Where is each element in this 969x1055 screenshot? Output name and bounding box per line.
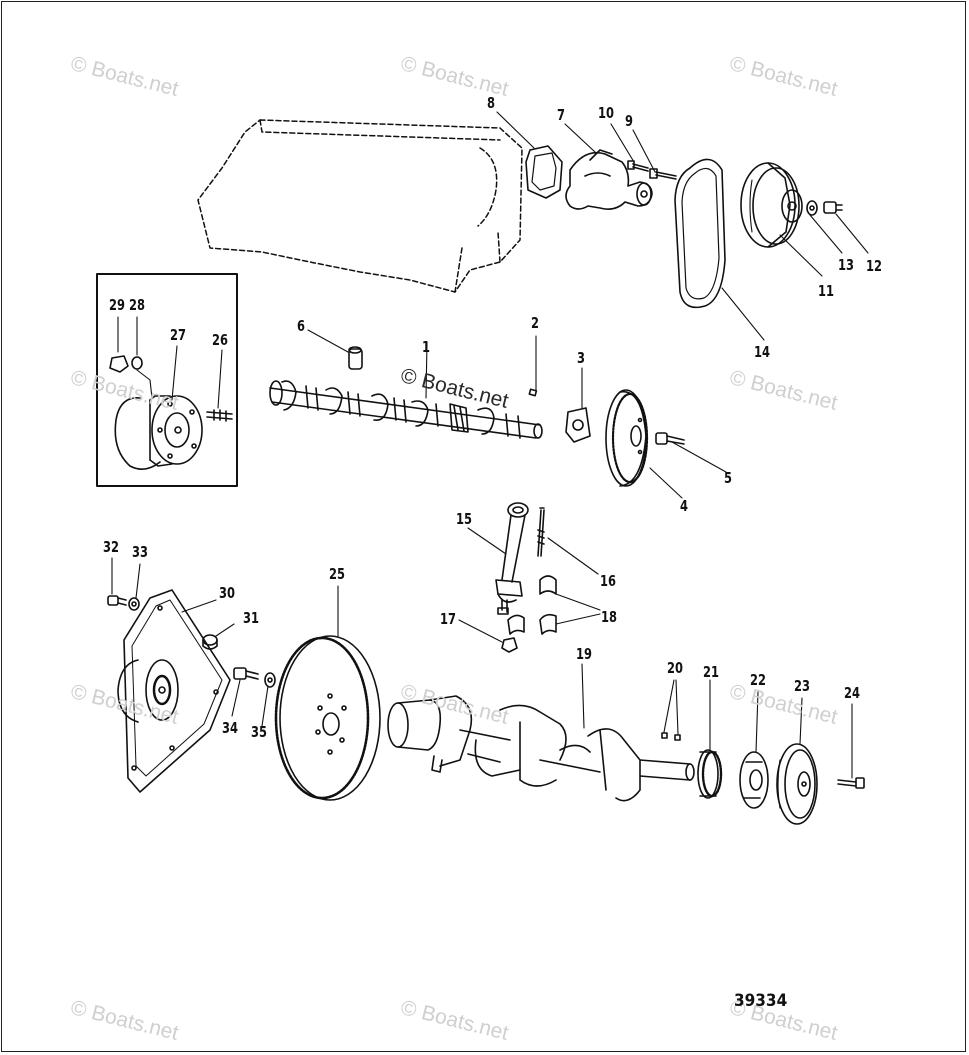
bolt-part-5 bbox=[655, 432, 685, 445]
thrust-plate-part-3 bbox=[565, 407, 591, 443]
keys-part-20 bbox=[661, 732, 681, 741]
part-label-32: 32 bbox=[103, 538, 119, 556]
part-label-3: 3 bbox=[577, 349, 585, 367]
rod-bolt-part-16 bbox=[537, 507, 545, 557]
plug-part-31 bbox=[202, 634, 218, 650]
flywheel-part-25 bbox=[274, 635, 381, 801]
part-label-15: 15 bbox=[456, 510, 472, 528]
figure-number: 39334 bbox=[734, 991, 788, 1011]
inset-leaders bbox=[117, 316, 223, 409]
part-label-13: 13 bbox=[838, 256, 854, 274]
part-label-27: 27 bbox=[170, 326, 186, 344]
part-label-25: 25 bbox=[329, 565, 345, 583]
connecting-rod-part-15 bbox=[495, 502, 529, 603]
bolt-part-10 bbox=[627, 160, 649, 172]
nut-part-29 bbox=[109, 355, 129, 373]
bolt-part-34 bbox=[233, 667, 259, 680]
part-label-31: 31 bbox=[243, 609, 259, 627]
adapter-plate-part-30 bbox=[117, 589, 231, 793]
part-label-30: 30 bbox=[219, 584, 235, 602]
part-label-6: 6 bbox=[297, 317, 305, 335]
part-label-23: 23 bbox=[794, 677, 810, 695]
part-label-33: 33 bbox=[132, 543, 148, 561]
part-label-19: 19 bbox=[576, 645, 592, 663]
balancer-part-23 bbox=[776, 743, 818, 825]
washer-part-28 bbox=[131, 356, 143, 370]
part-label-2: 2 bbox=[531, 314, 539, 332]
engine-block-outline bbox=[197, 119, 523, 293]
crankshaft-part-19 bbox=[387, 695, 695, 802]
bolt-part-32 bbox=[107, 595, 127, 606]
part-label-22: 22 bbox=[750, 671, 766, 689]
leader-lines bbox=[111, 111, 869, 779]
stud-part-26 bbox=[206, 409, 233, 422]
part-label-12: 12 bbox=[866, 257, 882, 275]
bearing-part-18 bbox=[507, 575, 557, 635]
part-label-7: 7 bbox=[557, 106, 565, 124]
part-label-21: 21 bbox=[703, 663, 719, 681]
part-label-4: 4 bbox=[680, 497, 688, 515]
part-label-9: 9 bbox=[625, 112, 633, 130]
part-label-20: 20 bbox=[667, 659, 683, 677]
bolt-part-12 bbox=[823, 201, 843, 214]
water-pump-part-7 bbox=[565, 149, 653, 210]
part-label-34: 34 bbox=[222, 719, 238, 737]
part-label-14: 14 bbox=[754, 343, 770, 361]
part-label-24: 24 bbox=[844, 684, 860, 702]
key-part-2 bbox=[528, 388, 538, 397]
part-label-10: 10 bbox=[598, 104, 614, 122]
v-belt-part-14 bbox=[674, 158, 726, 309]
part-label-35: 35 bbox=[251, 723, 267, 741]
pulley-part-11 bbox=[740, 162, 803, 248]
gasket-part-8 bbox=[525, 145, 563, 199]
crank-gear-part-21 bbox=[697, 749, 723, 799]
nut-part-17 bbox=[501, 637, 518, 653]
part-label-11: 11 bbox=[818, 282, 834, 300]
part-label-28: 28 bbox=[129, 296, 145, 314]
lifter-part-6 bbox=[348, 346, 363, 370]
part-label-29: 29 bbox=[109, 296, 125, 314]
hub-part-27 bbox=[114, 395, 203, 470]
part-label-17: 17 bbox=[440, 610, 456, 628]
part-label-18: 18 bbox=[601, 608, 617, 626]
inset-box bbox=[96, 273, 238, 487]
spacer-part-22 bbox=[739, 751, 769, 809]
part-label-1: 1 bbox=[422, 338, 430, 356]
camshaft-part-1 bbox=[269, 380, 543, 439]
part-label-16: 16 bbox=[600, 572, 616, 590]
part-label-26: 26 bbox=[212, 331, 228, 349]
washer-part-13 bbox=[806, 200, 818, 216]
rod-nuts bbox=[497, 599, 509, 615]
part-label-8: 8 bbox=[487, 94, 495, 112]
timing-gear-part-4 bbox=[605, 389, 649, 487]
bolt-part-24 bbox=[837, 777, 865, 789]
part-label-5: 5 bbox=[724, 469, 732, 487]
washer-part-35 bbox=[264, 672, 276, 688]
washer-part-33 bbox=[128, 597, 140, 611]
